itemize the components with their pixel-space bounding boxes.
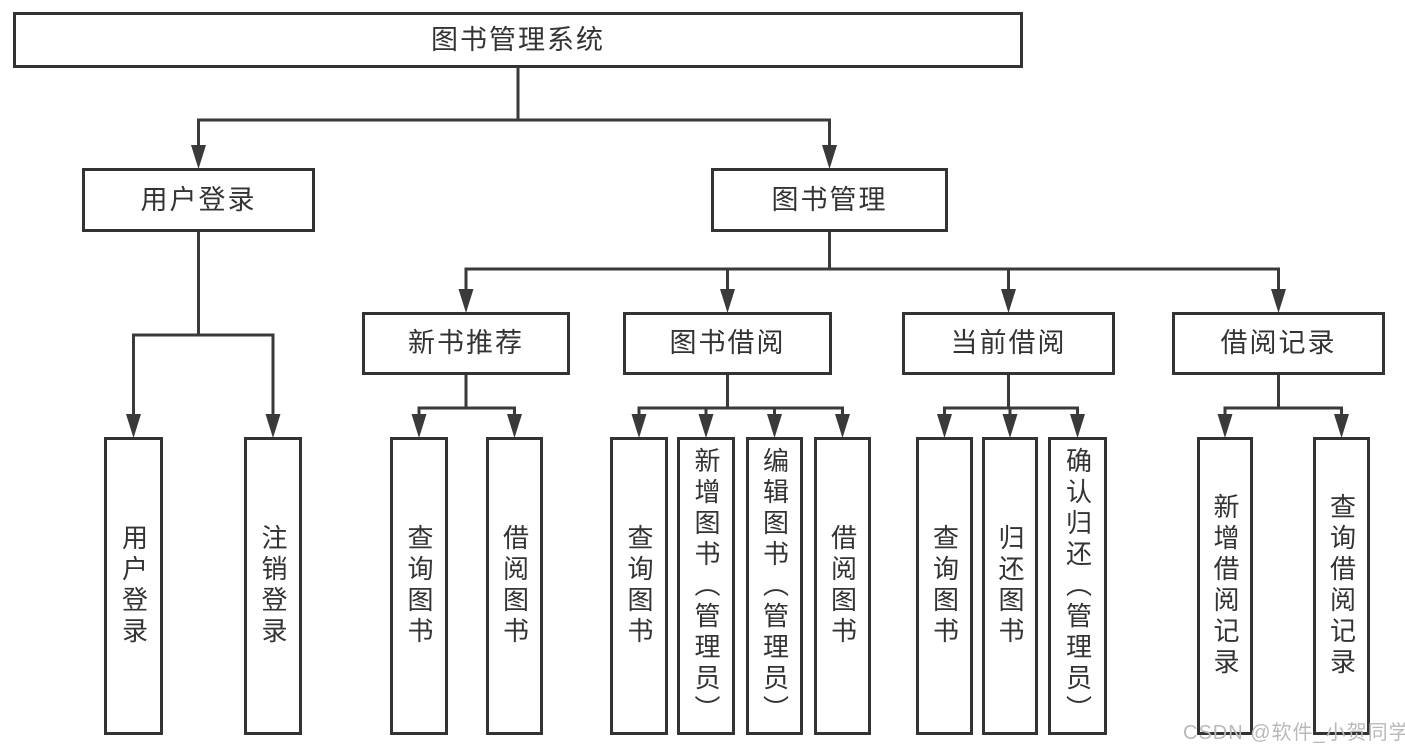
node-label: 用户登录 [118,524,149,648]
arrowhead-icon [1002,414,1018,438]
node-label: 用户登录 [140,184,257,215]
node-label: 确认归还（管理员） [1062,446,1093,726]
node-label: 借阅记录 [1220,328,1337,359]
node-label: 借阅图书 [827,524,858,648]
node-leaf-edit-book: 编辑图书（管理员） [746,437,803,735]
arrowhead-icon [631,414,647,438]
node-label: 注销登录 [258,524,288,648]
arrowhead-icon [835,414,850,438]
node-leaf-add-book: 新增图书（管理员） [677,437,735,735]
node-label: 当前借阅 [950,328,1067,359]
node-book-mgmt: 图书管理 [711,168,948,232]
node-current-borrow: 当前借阅 [902,312,1115,375]
node-label: 新增图书（管理员） [691,446,721,726]
node-leaf-logout: 注销登录 [244,437,302,735]
node-leaf-add-record: 新增借阅记录 [1197,437,1253,735]
node-label: 借阅图书 [499,524,530,648]
node-label: 图书管理 [771,184,888,215]
arrowhead-icon [265,414,281,438]
node-label: 新书推荐 [408,328,524,359]
arrowhead-icon [507,414,522,438]
node-borrow-records: 借阅记录 [1172,312,1385,375]
node-book-borrow: 图书借阅 [623,312,832,375]
node-leaf-borrow-book-2: 借阅图书 [814,437,871,735]
node-leaf-user-login: 用户登录 [104,437,163,735]
arrowhead-icon [937,414,952,438]
node-user-login: 用户登录 [82,168,315,232]
node-label: 图书借阅 [669,328,786,359]
node-leaf-return-book: 归还图书 [982,437,1038,735]
node-leaf-query-book-3: 查询图书 [916,437,973,735]
node-label: 查询图书 [624,524,654,648]
arrowhead-icon [720,289,735,313]
node-leaf-query-book-2: 查询图书 [610,437,668,735]
node-root: 图书管理系统 [13,12,1023,68]
node-label: 查询图书 [929,524,960,648]
node-label: 查询借阅记录 [1326,493,1357,679]
arrowhead-icon [1001,289,1016,313]
arrowhead-icon [126,414,141,438]
arrowhead-icon [698,414,714,438]
node-label: 图书管理系统 [431,24,605,55]
node-label: 新增借阅记录 [1210,493,1240,679]
node-label: 归还图书 [995,524,1025,648]
arrowhead-icon [411,414,427,438]
node-leaf-borrow-book-1: 借阅图书 [486,437,543,735]
node-leaf-query-book-1: 查询图书 [390,437,448,735]
arrowhead-icon [458,289,474,313]
node-new-book-rec: 新书推荐 [362,312,570,375]
arrowhead-icon [191,145,206,169]
arrowhead-icon [767,414,782,438]
watermark: CSDN @软件_小贺同学 [1183,722,1405,744]
arrowhead-icon [1271,289,1286,313]
arrowhead-icon [1217,414,1233,438]
arrowhead-icon [822,145,837,169]
arrowhead-icon [1070,414,1085,438]
node-label: 查询图书 [404,524,434,648]
node-leaf-confirm-return: 确认归还（管理员） [1048,437,1107,735]
arrowhead-icon [1334,414,1349,438]
node-label: 编辑图书（管理员） [759,446,790,726]
node-leaf-query-record: 查询借阅记录 [1313,437,1370,735]
